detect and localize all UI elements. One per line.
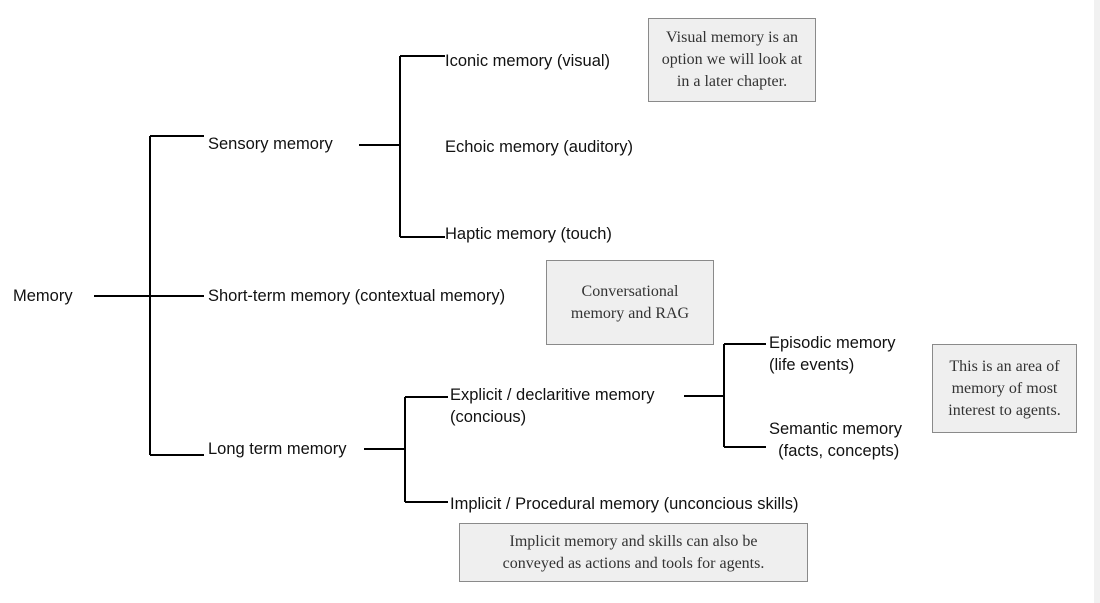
node-semantic-memory: Semantic memory (facts, concepts) (769, 420, 902, 460)
node-long-term-memory: Long term memory (208, 440, 347, 458)
page-edge (1094, 0, 1100, 603)
note-visual-memory: Visual memory is an option we will look … (648, 18, 816, 102)
node-iconic-memory: Iconic memory (visual) (445, 52, 611, 70)
note-conversational-memory: Conversational memory and RAG (546, 260, 714, 345)
note-implicit-memory: Implicit memory and skills can also be c… (459, 523, 808, 582)
node-implicit-memory: Implicit / Procedural memory (unconcious… (450, 495, 799, 513)
node-sensory-memory: Sensory memory (208, 135, 333, 153)
node-haptic-memory: Haptic memory (touch) (445, 225, 612, 243)
node-memory: Memory (13, 287, 73, 305)
note-agents-interest: This is an area of memory of most intere… (932, 344, 1077, 433)
node-episodic-memory: Episodic memory (life events) (769, 334, 896, 374)
node-explicit-memory: Explicit / declaritive memory (concious) (450, 386, 655, 426)
node-echoic-memory: Echoic memory (auditory) (445, 138, 633, 156)
node-short-term-memory: Short-term memory (contextual memory) (208, 287, 506, 305)
